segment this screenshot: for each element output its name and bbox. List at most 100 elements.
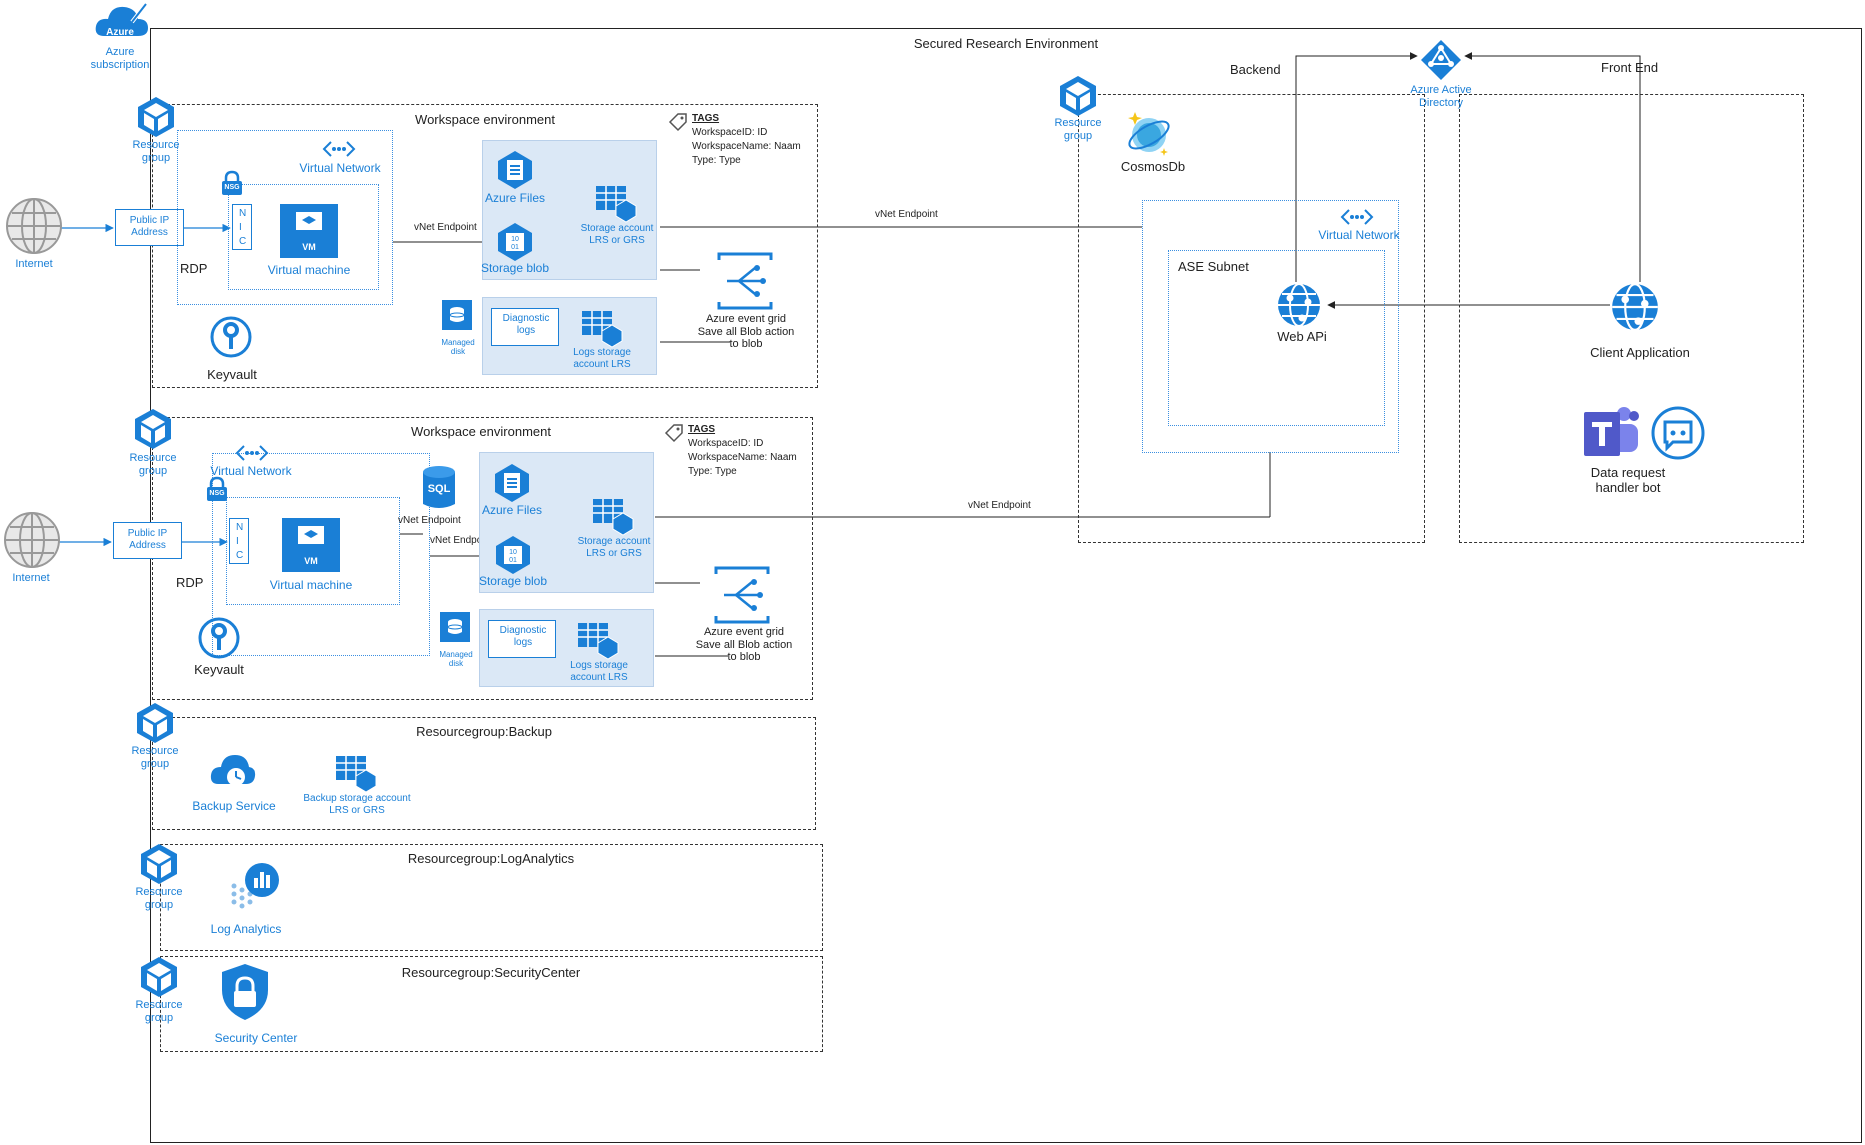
- resourcegroup-loganalytics: [160, 844, 823, 951]
- backup-service-label: Backup Service: [192, 799, 276, 813]
- workspace-2-title: Workspace environment: [411, 424, 551, 439]
- virtual-machine-label: Virtual machine: [267, 263, 351, 277]
- loganalytics-title: Resourcegroup:LogAnalytics: [407, 851, 575, 866]
- securitycenter-title: Resourcegroup:SecurityCenter: [401, 965, 581, 980]
- virtual-network-label: Virtual Network: [210, 464, 292, 478]
- resource-group-label: Resource group: [1054, 117, 1102, 142]
- backup-title: Resourcegroup:Backup: [416, 724, 552, 739]
- resource-group-icon: [138, 97, 174, 137]
- tag-workspace-id: WorkspaceID: ID: [692, 127, 768, 138]
- bot-icon: [1651, 406, 1705, 460]
- vnet-endpoint-label: vNet Endpoint: [875, 209, 938, 220]
- storage-account-icon: [596, 186, 637, 223]
- sql-label: SQL: [427, 483, 451, 495]
- logs-storage-icon: [578, 623, 619, 660]
- virtual-network-label: Virtual Network: [299, 161, 381, 175]
- azure-active-directory-icon: [1421, 40, 1461, 80]
- event-grid-label: Azure event grid Save all Blob action to…: [697, 313, 795, 351]
- managed-disk-icon: [440, 612, 470, 642]
- cosmosdb-icon: [1128, 112, 1170, 156]
- vm-badge: VM: [302, 242, 316, 252]
- azure-files-label: Azure Files: [481, 503, 543, 517]
- backend-resource-group: [1078, 94, 1425, 543]
- svg-text:01: 01: [511, 244, 519, 251]
- log-analytics-label: Log Analytics: [210, 922, 282, 936]
- virtual-network-right: [1142, 200, 1399, 453]
- client-application-icon: [1612, 283, 1658, 331]
- vnet-endpoint-label: vNet Endpoint: [398, 515, 461, 526]
- workspace-1-title: Workspace environment: [415, 112, 555, 127]
- keyvault-label: Keyvault: [207, 367, 257, 382]
- storage-account-icon: [593, 499, 634, 536]
- logs-storage-icon: [582, 311, 623, 348]
- security-center-label: Security Center: [214, 1031, 298, 1045]
- storage-blob-icon: 10 01: [496, 536, 530, 574]
- teams-icon: [1584, 407, 1639, 456]
- backend-label: Backend: [1230, 62, 1281, 77]
- virtual-network-label: Virtual Network: [1318, 228, 1400, 242]
- rdp-label: RDP: [176, 575, 204, 590]
- logs-storage-label: Logs storage account LRS: [573, 347, 631, 370]
- virtual-network-icon: [322, 141, 356, 157]
- web-api-label: Web APi: [1277, 329, 1327, 344]
- cosmosdb-label: CosmosDb: [1120, 159, 1186, 174]
- backup-storage-label: Backup storage account LRS or GRS: [303, 793, 411, 816]
- resource-group-label: Resource group: [135, 886, 183, 911]
- resource-group-icon: [135, 409, 171, 449]
- virtual-network-1: [177, 130, 393, 305]
- backup-service-icon: [210, 755, 256, 786]
- nsg-lock-icon: [207, 476, 227, 501]
- event-grid-label: Azure event grid Save all Blob action to…: [695, 626, 793, 664]
- azure-files-icon: [495, 464, 529, 502]
- public-ip-label: Public IP Address: [129, 215, 170, 238]
- sql-database-icon: [423, 466, 455, 508]
- internet-globe-icon: [6, 198, 62, 254]
- azure-files-icon: [498, 151, 532, 189]
- resource-group-icon: [1060, 76, 1096, 116]
- resource-group-icon: [141, 844, 177, 884]
- keyvault-icon: [198, 617, 240, 659]
- public-ip-address: Public IP Address: [113, 522, 182, 559]
- vm-badge: VM: [304, 556, 318, 566]
- resource-group-icon: [137, 703, 173, 743]
- frontend-label: Front End: [1601, 60, 1659, 75]
- resourcegroup-backup: [152, 717, 816, 830]
- secured-research-environment: [150, 28, 1862, 1143]
- internet-label: Internet: [15, 258, 53, 270]
- storage-blob-label: Storage blob: [478, 574, 548, 588]
- tag-type: Type: Type: [688, 466, 737, 477]
- virtual-network-icon: [235, 445, 269, 461]
- storage-blob-label: Storage blob: [480, 261, 550, 275]
- diagnostic-logs-box: Diagnostic logs: [491, 308, 559, 346]
- tag-workspace-id: WorkspaceID: ID: [688, 438, 764, 449]
- azure-subscription-icon: [95, 2, 148, 36]
- diagnostic-logs-label: Diagnostic logs: [502, 313, 550, 336]
- data-request-bot-label: Data request handler bot: [1590, 465, 1666, 495]
- event-grid-icon: [714, 566, 770, 624]
- svg-text:01: 01: [509, 557, 517, 564]
- storage-account-label: Storage account LRS or GRS: [580, 223, 654, 246]
- resource-group-icon: [141, 957, 177, 997]
- rdp-label: RDP: [180, 261, 208, 276]
- nsg-label: NSG: [209, 490, 225, 497]
- tag-icon: [664, 424, 683, 443]
- log-analytics-icon: [231, 863, 279, 909]
- managed-disk-label: Managed disk: [439, 650, 473, 669]
- nic-2: N I C: [229, 518, 249, 564]
- virtual-machine-icon: [282, 518, 340, 572]
- vnet-endpoint-label: vNet Endpoint: [430, 535, 493, 546]
- vm-subnet-1: [228, 184, 379, 290]
- resource-group-label: Resource group: [135, 999, 183, 1024]
- tag-icon: [668, 113, 687, 132]
- managed-disk-icon: [442, 300, 472, 330]
- tag-type: Type: Type: [692, 155, 741, 166]
- virtual-network-2: [212, 453, 430, 656]
- security-center-shield-icon: [222, 964, 268, 1020]
- nic-label: N I C: [239, 208, 247, 247]
- resource-group-label: Resource group: [129, 452, 177, 477]
- public-ip-address: Public IP Address: [115, 209, 184, 246]
- storage-account-label: Storage account LRS or GRS: [577, 536, 651, 559]
- nsg-label: NSG: [224, 184, 240, 191]
- workspace-environment-1: [152, 104, 818, 388]
